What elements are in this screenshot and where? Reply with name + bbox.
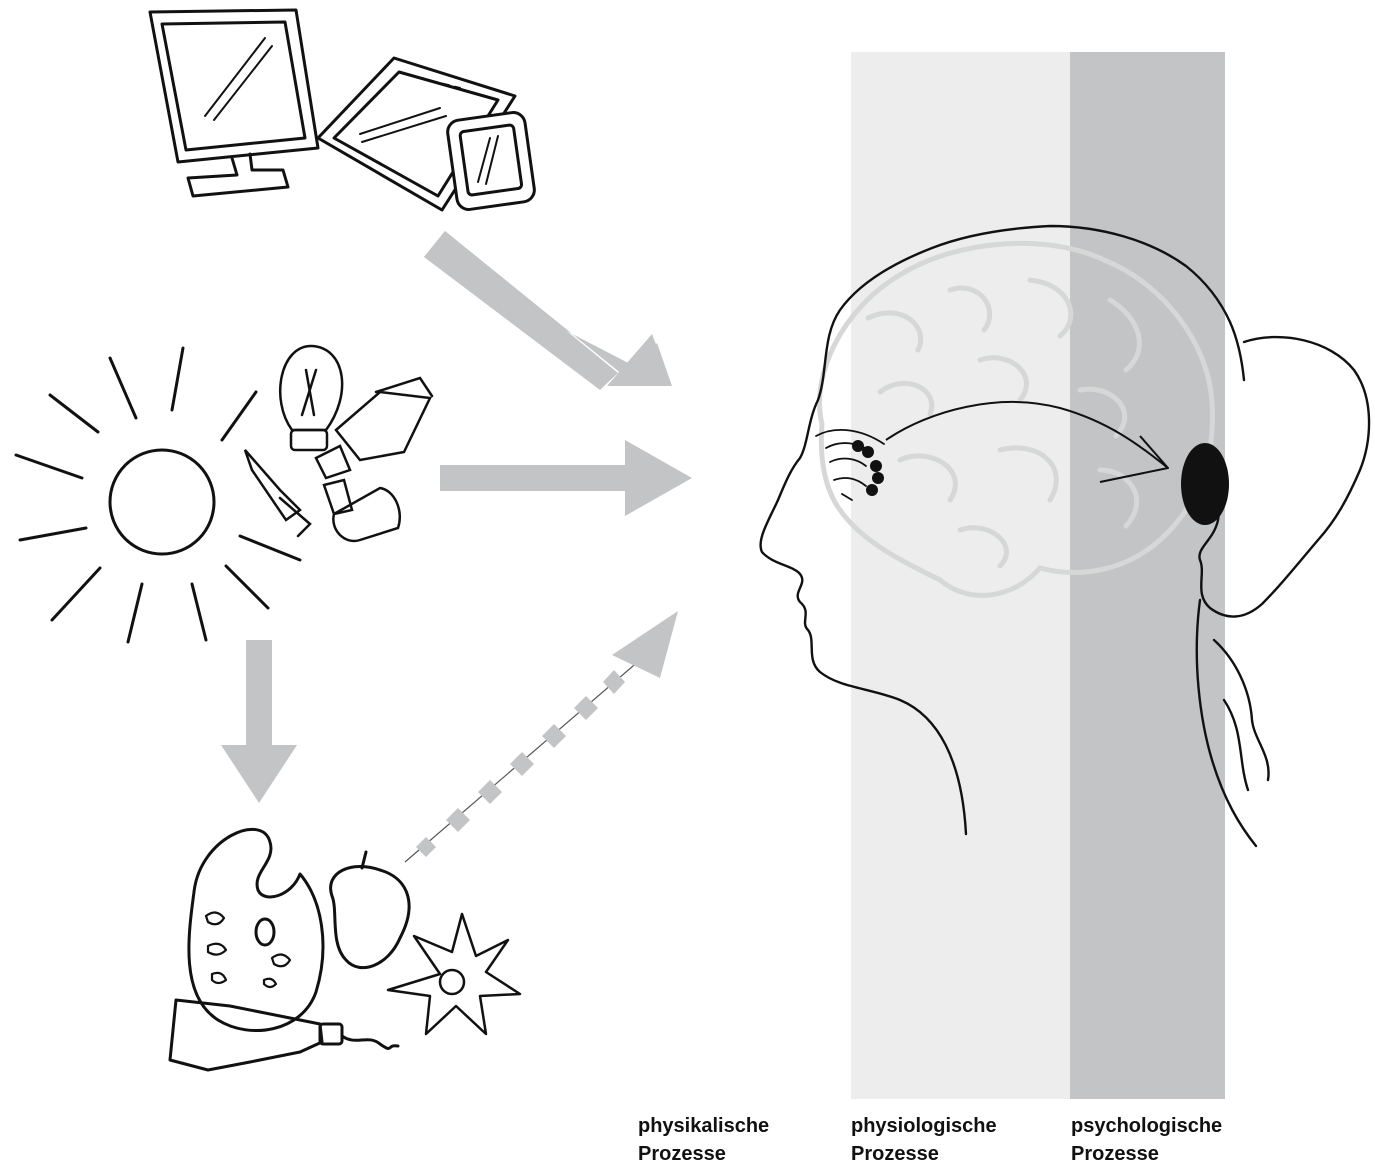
visual-cortex-icon: [1181, 443, 1229, 525]
caption-physiological-line1: physiologische: [851, 1112, 997, 1140]
spotlight-icon: [324, 480, 400, 541]
arrow-lights-to-objects: [221, 640, 297, 803]
energy-saving-bulb-icon: [316, 378, 432, 478]
objects-illustration: [170, 829, 520, 1070]
brain-icon: [819, 243, 1212, 595]
caption-psychological-line1: psychologische: [1071, 1112, 1222, 1140]
head-illustration: [761, 226, 1370, 846]
paint-tube-icon: [170, 1000, 398, 1070]
caption-psychological-line2: Prozesse: [1071, 1140, 1222, 1168]
palette-icon: [189, 829, 323, 1030]
sun-rays: [16, 348, 300, 642]
light-bulb-icon: [280, 346, 342, 450]
caption-physiological-processes: physiologische Prozesse: [851, 1112, 997, 1168]
caption-physical-line2: Prozesse: [638, 1140, 769, 1168]
flower-icon: [388, 914, 520, 1034]
retina-receptors-icon: [852, 440, 884, 496]
dashed-arrow-objects-to-eye: [405, 611, 678, 862]
arrow-screens-to-eye: [424, 231, 672, 390]
screens-illustration: [150, 10, 536, 211]
halogen-lamp-icon: [245, 450, 310, 536]
caption-psychological-processes: psychologische Prozesse: [1071, 1112, 1222, 1168]
caption-physiological-line2: Prozesse: [851, 1140, 997, 1168]
light-sources-illustration: [16, 346, 432, 642]
arrow-lights-to-eye: [440, 440, 692, 516]
caption-physical-processes: physikalische Prozesse: [638, 1112, 769, 1168]
sun-icon: [110, 450, 214, 554]
caption-physical-line1: physikalische: [638, 1112, 769, 1140]
pepper-icon: [331, 852, 409, 968]
